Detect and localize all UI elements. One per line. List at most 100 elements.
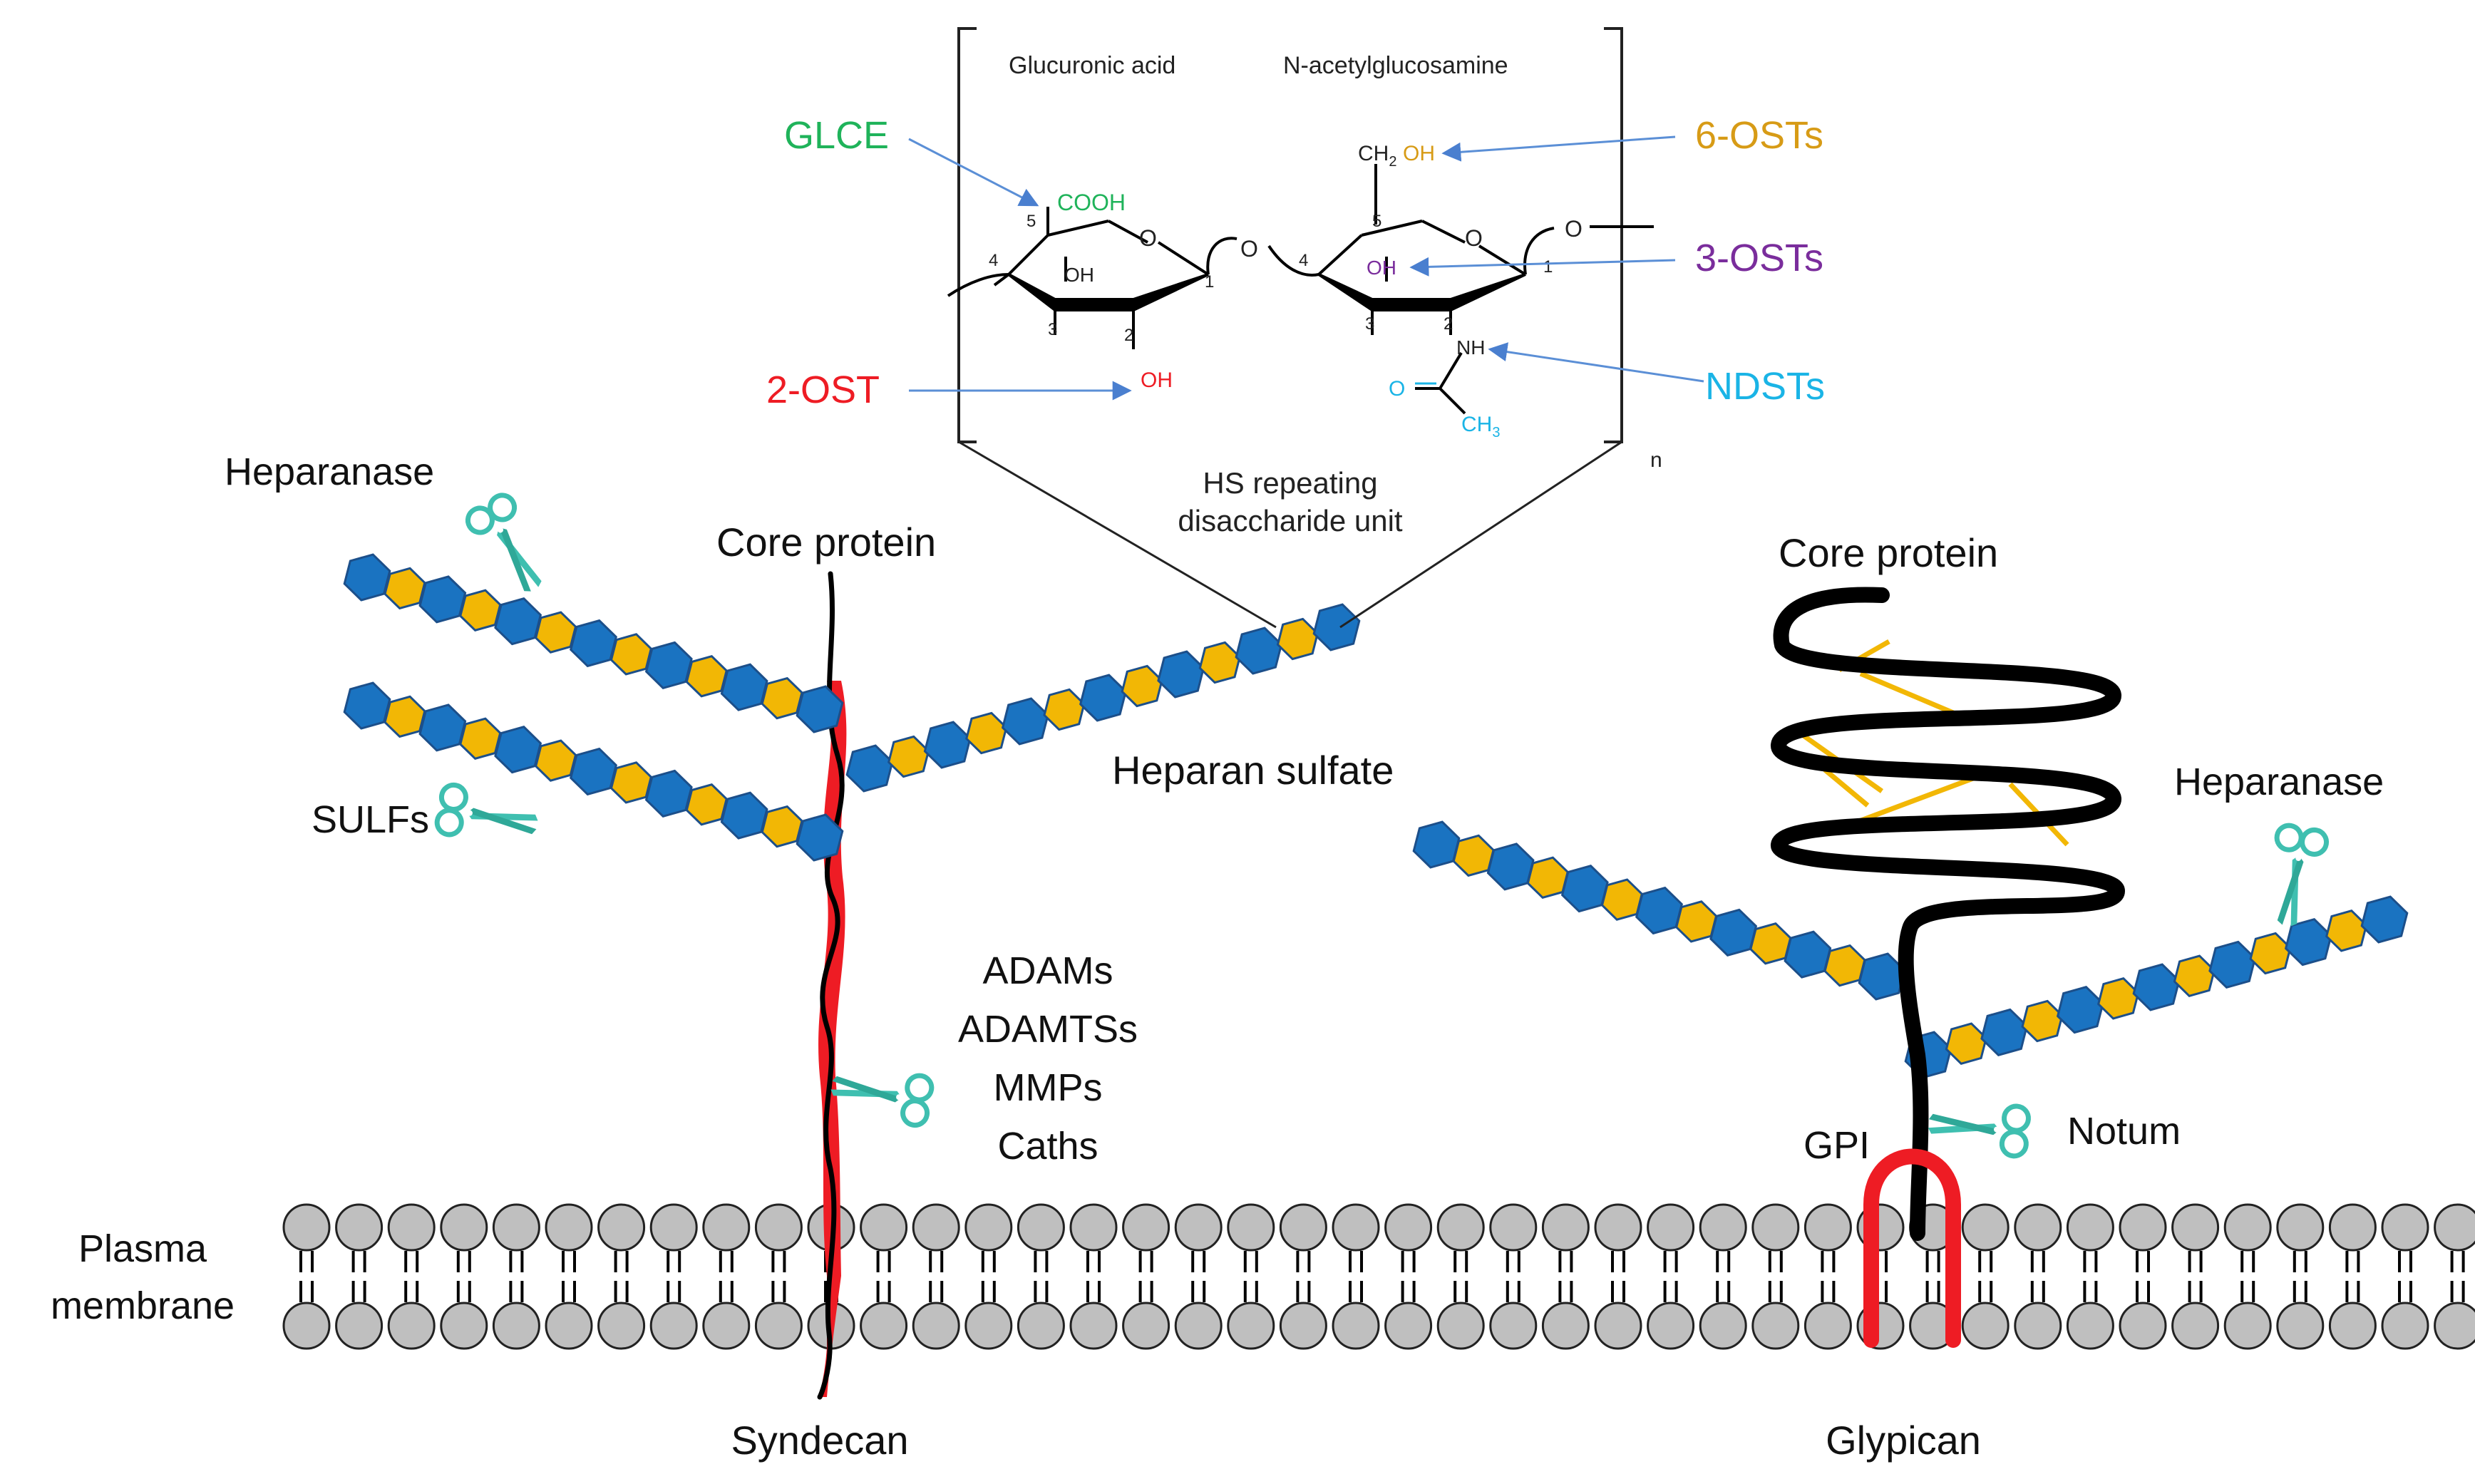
glcnac-unit: [570, 747, 617, 796]
glcnac-unit: [1709, 908, 1758, 957]
sulfs-label: SULFs: [312, 798, 429, 841]
glcnac-unit: [796, 685, 844, 733]
lipid: [335, 1203, 384, 1350]
glc-c5-label: 5: [1026, 212, 1036, 231]
scissors-group: [434, 493, 2330, 1159]
lipid-head-outer: [1541, 1203, 1590, 1252]
glc-c4-label: 4: [989, 251, 998, 270]
glcnac-unit: [1412, 820, 1461, 869]
syndecan-core-protein: [817, 571, 847, 1400]
hs-chain: [1412, 820, 1906, 1001]
lipid-head-inner: [754, 1302, 803, 1350]
uronic-acid-unit: [1945, 1022, 1987, 1065]
glc-c3-label: 3: [1048, 320, 1057, 339]
uronic-acid-unit: [685, 655, 728, 698]
glycosidic-oxygen: O: [1240, 236, 1258, 262]
uronic-acid-unit: [2249, 932, 2292, 975]
glucuronic-acid-ring: [947, 207, 1319, 349]
glcnac-unit: [343, 553, 391, 602]
lipid-head-outer: [1803, 1203, 1852, 1252]
lipid: [597, 1203, 646, 1350]
lipid-head-inner: [1751, 1302, 1800, 1350]
scissors-icon: [465, 493, 542, 592]
lipid: [1122, 1203, 1170, 1350]
lipid-head-inner: [1541, 1302, 1590, 1350]
lipid-head-outer: [964, 1203, 1013, 1252]
lipid-head-outer: [1647, 1203, 1695, 1252]
gn-c1-label: 1: [1543, 257, 1553, 277]
scissors-icon: [1928, 1103, 2031, 1159]
lipid-head-outer: [2328, 1203, 2377, 1252]
lipid: [2381, 1203, 2429, 1350]
uronic-acid-unit: [761, 805, 803, 848]
heparan-sulfate-label: Heparan sulfate: [1112, 748, 1394, 793]
glc-3-hydroxyl: OH: [1064, 264, 1094, 286]
glypican-core-protein: [1771, 587, 2125, 1348]
uronic-acid-unit: [459, 717, 502, 760]
lipid-head-inner: [2119, 1302, 2167, 1350]
glc-2-hydroxyl: OH: [1141, 369, 1173, 392]
glcnac-unit: [494, 726, 542, 774]
gn-c5-label: 5: [1372, 212, 1381, 231]
lipid-head-inner: [964, 1302, 1013, 1350]
lipid-head-inner: [1384, 1302, 1433, 1350]
lipid-head-outer: [1227, 1203, 1275, 1252]
lipid-head-outer: [1332, 1203, 1380, 1252]
lipid-head-outer: [335, 1203, 384, 1252]
gn-c2-label: 2: [1444, 314, 1453, 334]
glcnac-unit: [343, 681, 391, 730]
lipid-head-inner: [2171, 1302, 2220, 1350]
uronic-acid-unit: [2325, 910, 2368, 952]
lipid-head-outer: [440, 1203, 488, 1252]
lipid: [2119, 1203, 2167, 1350]
lipid: [649, 1203, 698, 1350]
disaccharide-structure: Glucuronic acid N-acetylglucosamine 5 4 …: [947, 27, 1662, 629]
enzyme-arrows: [908, 135, 1704, 401]
lipid-head-inner: [2434, 1302, 2475, 1350]
repeat-subscript-n: n: [1650, 448, 1662, 472]
lipid-head-outer: [2119, 1203, 2167, 1252]
uronic-acid-unit: [1198, 641, 1241, 684]
uronic-acid-unit: [685, 783, 728, 826]
c3-hydroxyl: OH: [1367, 257, 1396, 279]
lipid: [1751, 1203, 1800, 1350]
lipid-head-inner: [335, 1302, 384, 1350]
uronic-acid-unit: [2173, 954, 2216, 997]
lipid-head-inner: [1647, 1302, 1695, 1350]
scissors-icon: [2274, 823, 2330, 927]
lipid: [964, 1203, 1013, 1350]
lipid-head-inner: [702, 1302, 751, 1350]
lipid-head-outer: [702, 1203, 751, 1252]
lipid: [1279, 1203, 1327, 1350]
gpi-label: GPI: [1803, 1124, 1870, 1167]
glucuronic-acid-label: Glucuronic acid: [1009, 52, 1175, 79]
scissors-icon: [434, 782, 538, 838]
hs-chain: [343, 553, 844, 733]
glcnac-unit: [720, 791, 768, 840]
uronic-acid-unit: [609, 761, 652, 804]
lipid-head-outer: [1594, 1203, 1642, 1252]
glcnac-unit: [1784, 930, 1832, 979]
adamtss-label: ADAMTSs: [958, 1008, 1138, 1051]
lipid-head-outer: [597, 1203, 646, 1252]
lipid-head-inner: [860, 1302, 908, 1350]
glcnac-unit: [720, 663, 768, 711]
glcnac-unit: [2056, 986, 2104, 1034]
lipid-head-outer: [1017, 1203, 1065, 1252]
glcnac-unit: [1560, 865, 1609, 913]
uronic-acid-unit: [609, 633, 652, 676]
lipid: [2171, 1203, 2220, 1350]
lipid-head-inner: [1227, 1302, 1275, 1350]
glce-label: GLCE: [784, 114, 889, 157]
scissors-icon: [830, 1073, 935, 1128]
lipid-head-inner: [492, 1302, 540, 1350]
heparanase-right-label: Heparanase: [2174, 761, 2384, 803]
nh-group: NH: [1456, 336, 1485, 359]
cooh-group: COOH: [1057, 190, 1126, 215]
lipid-head-outer: [2381, 1203, 2429, 1252]
c6-hydroxyl: OH: [1403, 142, 1435, 165]
lipid-head-inner: [1279, 1302, 1327, 1350]
hs-chain: [1904, 895, 2409, 1079]
osts3-label: 3-OSTs: [1695, 237, 1823, 279]
lipid: [2328, 1203, 2377, 1350]
